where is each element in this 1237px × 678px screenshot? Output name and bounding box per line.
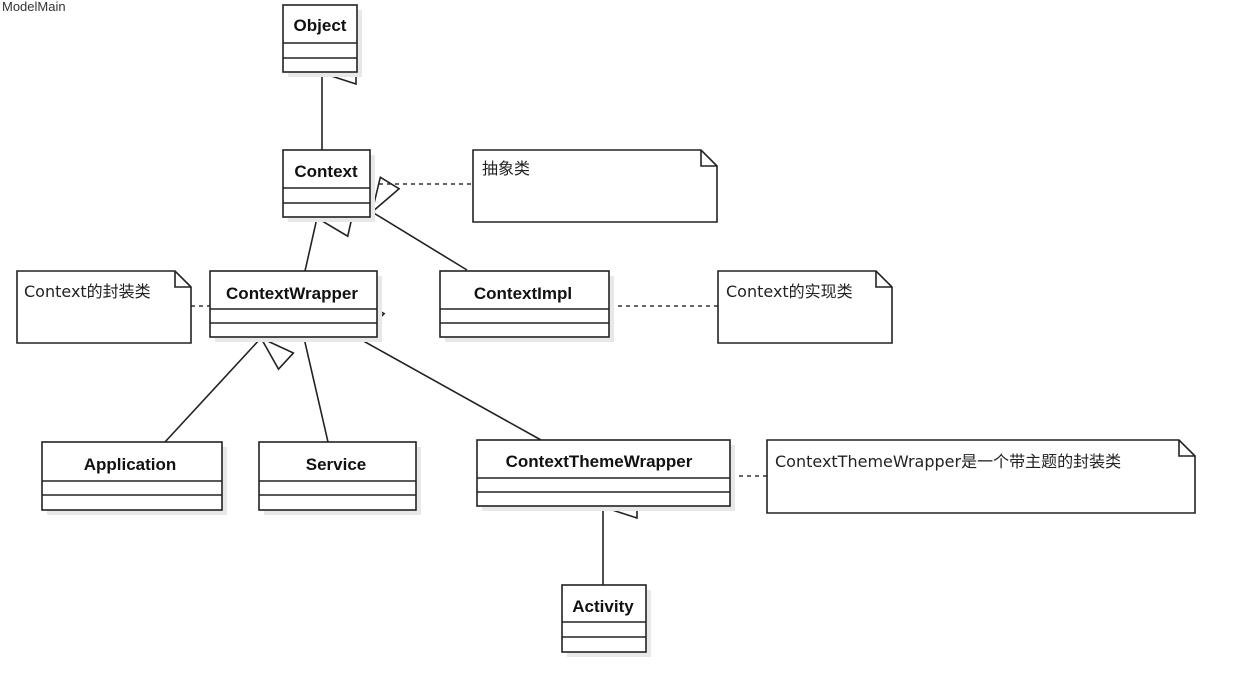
class-contextimpl[interactable]: ContextImpl [439,270,614,342]
note-text: ContextThemeWrapper是一个带主题的封装类 [775,452,1121,471]
class-name: ContextImpl [474,284,572,303]
arrow-contextimpl-context [372,212,468,271]
class-application[interactable]: Application [41,441,227,515]
note-context[interactable]: 抽象类 [472,149,718,223]
generalization-arrows [164,73,603,585]
note-links [191,183,767,477]
arrow-contextthemewrapper-contextwrapper [358,338,542,441]
arrow-application-contextwrapper [164,338,261,443]
class-contextthemewrapper[interactable]: ContextThemeWrapper [476,439,735,511]
class-contextwrapper[interactable]: ContextWrapper [209,270,382,342]
class-name: Object [294,16,347,35]
class-name: Service [306,455,367,474]
class-name: Activity [572,597,634,616]
diagram-header-label: ModelMain [2,0,66,14]
class-object[interactable]: Object [282,4,362,77]
class-name: ContextWrapper [226,284,358,303]
class-activity[interactable]: Activity [561,584,651,657]
note-text: Context的封装类 [24,282,151,301]
class-context[interactable]: Context [282,149,375,222]
note-contextthemewrapper[interactable]: ContextThemeWrapper是一个带主题的封装类 [766,439,1196,514]
class-service[interactable]: Service [258,441,421,515]
note-text: Context的实现类 [726,282,853,301]
note-contextimpl[interactable]: Context的实现类 [717,270,893,344]
class-name: ContextThemeWrapper [506,452,693,471]
arrow-contextwrapper-context [304,218,317,272]
class-name: Context [294,162,358,181]
arrow-service-contextwrapper [304,338,328,443]
note-text: 抽象类 [482,159,530,178]
class-name: Application [84,455,177,474]
note-contextwrapper[interactable]: Context的封装类 [16,270,192,344]
